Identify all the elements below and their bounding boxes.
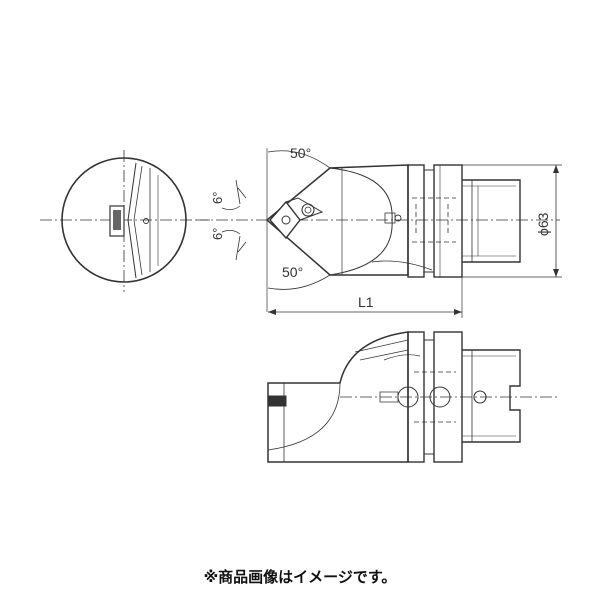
dimensions: [221, 148, 562, 318]
angle-top-label: 50°: [290, 145, 311, 161]
length-label: L1: [358, 294, 374, 310]
diameter-label: ϕ63: [535, 212, 551, 236]
insert-side-view: [267, 395, 287, 407]
image-disclaimer-caption: ※商品画像はイメージです。: [203, 568, 397, 586]
end-view: [40, 150, 210, 292]
top-view: [196, 164, 560, 278]
insert-top-view: [269, 200, 301, 240]
angle-bottom-label: 50°: [282, 264, 303, 280]
side-view: [267, 331, 560, 463]
clearance-bottom-label: 6°: [210, 228, 225, 240]
clearance-top-label: 6°: [210, 192, 225, 204]
